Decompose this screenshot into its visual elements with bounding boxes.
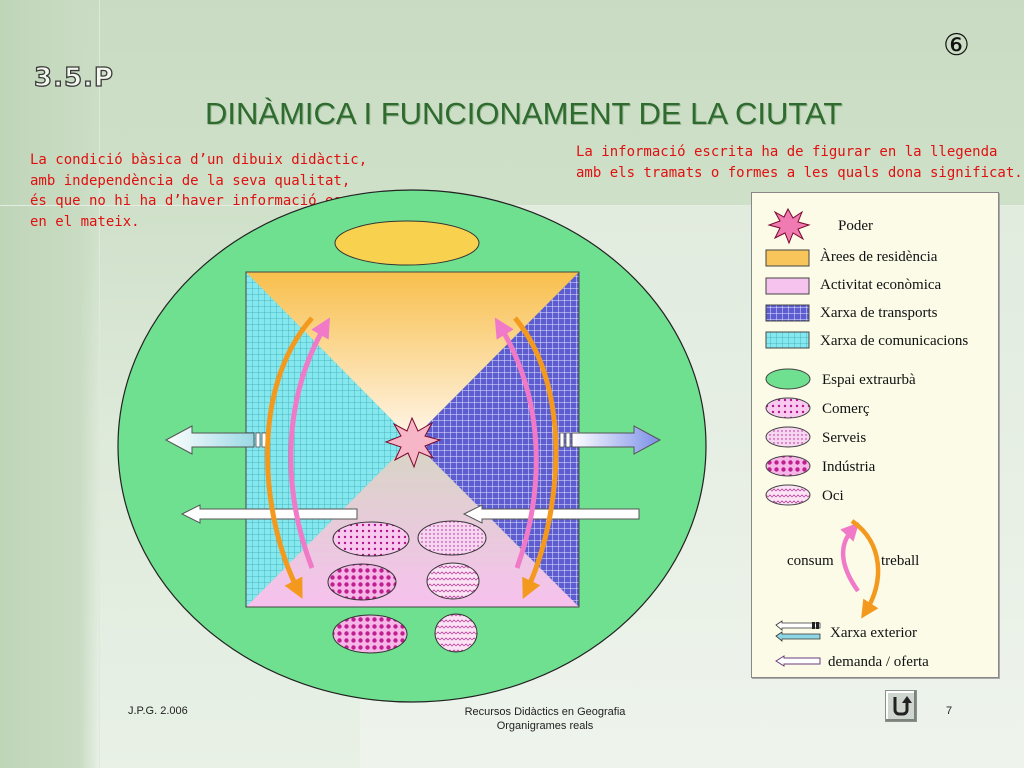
legend-residential-swatch [765, 249, 810, 267]
footer-page-number: 7 [946, 705, 953, 717]
legend-pink-flow-arrow [840, 522, 860, 593]
industry-ellipse [327, 563, 397, 601]
legend-communications-swatch [765, 331, 810, 349]
legend-green-swatch [765, 368, 811, 390]
left-pink-flow-arrow [288, 317, 331, 569]
decor-vertical-line [99, 0, 100, 768]
top-residential-triangle [246, 272, 579, 440]
left-orange-flow-arrow [265, 316, 314, 599]
left-demand-arrow [180, 504, 358, 524]
legend-symbols [765, 207, 881, 667]
commerce-ellipse [332, 521, 410, 557]
slide-number-badge: ⑥ [943, 28, 970, 63]
return-button[interactable] [885, 690, 917, 722]
legend-commerce-swatch [765, 397, 811, 419]
return-arrow-icon [893, 696, 912, 716]
legend-leisure-swatch [765, 484, 811, 506]
right-exterior-arrow-tick [559, 432, 565, 448]
right-exterior-arrow-tick [565, 432, 571, 448]
footer-line-2: Organigrames reals [496, 720, 594, 732]
legend-label-communications: Xarxa de comunicacions [820, 333, 969, 349]
legend-label-demand: demanda / oferta [828, 654, 929, 670]
slide-code: 3.5.P [33, 62, 114, 93]
footer-line-1: Recursos Didàctics en Geografia [464, 706, 626, 718]
left-exterior-arrow [164, 425, 255, 455]
legend-label-industry: Indústria [822, 459, 876, 475]
legend-label-services: Serveis [822, 430, 867, 446]
slide-left-band [0, 0, 100, 768]
legend-label-economic: Activitat econòmica [820, 277, 942, 293]
top-yellow-ellipse [334, 220, 480, 266]
leisure-ellipse [426, 562, 480, 600]
legend-label-green: Espai extraurbà [822, 372, 916, 388]
footer-author: J.P.G. 2.006 [128, 705, 188, 717]
footer-center: Recursos Didàctics en Geografia Organigr… [440, 705, 650, 733]
power-star-icon [384, 416, 442, 469]
legend-label-consum: consum [787, 553, 834, 569]
page-title: DINÀMICA I FUNCIONAMENT DE LA CIUTAT [205, 96, 843, 131]
legend-label-commerce: Comerç [822, 401, 870, 417]
legend-box: Poder Àrees de residència Activitat econ… [751, 192, 999, 678]
legend-star-icon [767, 207, 811, 245]
legend-economic-swatch [765, 277, 810, 295]
legend-services-swatch [765, 426, 811, 448]
legend-label-transport: Xarxa de transports [820, 305, 938, 321]
leisure-ellipse-outside [434, 613, 478, 653]
legend-label-residential: Àrees de residència [820, 249, 938, 265]
legend-industry-swatch [765, 455, 811, 477]
legend-label-power: Poder [838, 218, 873, 234]
right-exterior-arrow [571, 425, 662, 455]
legend-label-exterior: Xarxa exterior [830, 625, 918, 641]
industry-ellipse-outside [332, 614, 408, 654]
right-pink-flow-arrow [494, 317, 539, 569]
legend-double-arrow-icon [775, 620, 821, 642]
bottom-economic-triangle [246, 440, 579, 607]
legend-transport-swatch [765, 304, 810, 322]
legend-label-treball: treball [881, 553, 920, 569]
note-right: La informació escrita ha de figurar en l… [576, 144, 1023, 181]
legend-white-arrow-icon [775, 655, 821, 667]
services-ellipse [417, 520, 487, 556]
legend-orange-flow-arrow [850, 519, 881, 619]
right-orange-flow-arrow [513, 316, 559, 600]
legend-label-leisure: Oci [822, 488, 844, 504]
left-exterior-arrow-tick [255, 432, 261, 448]
